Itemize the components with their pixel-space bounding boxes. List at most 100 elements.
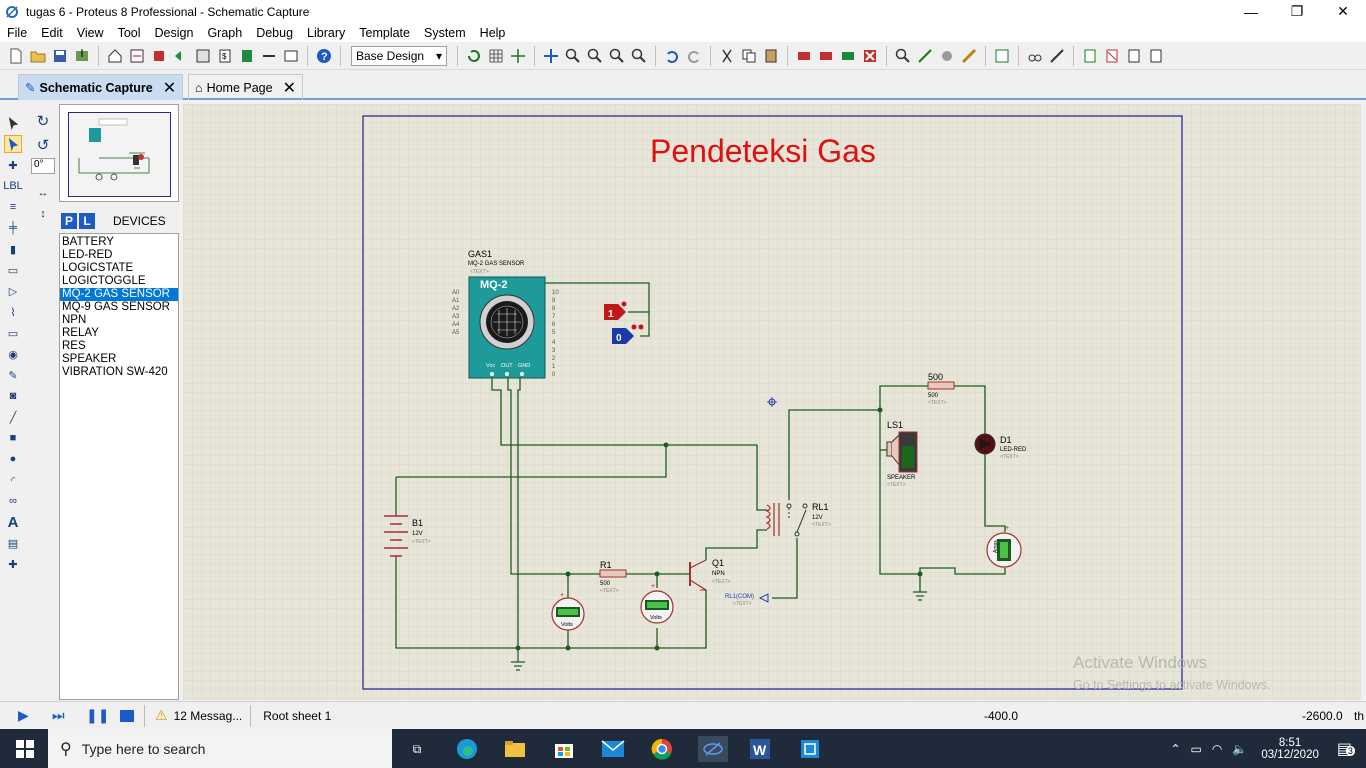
menu-help[interactable]: Help [479,25,506,40]
schematic-icon[interactable] [127,46,147,66]
decompose-icon[interactable] [959,46,979,66]
remove-sheet-icon[interactable] [1102,46,1122,66]
line-icon[interactable]: ╱ [9,411,17,424]
refresh-icon[interactable] [464,46,484,66]
schematic-canvas[interactable]: Pendeteksi Gas [183,104,1361,700]
menu-file[interactable]: File [7,25,28,40]
chevron-up-icon[interactable]: ⌃ [1170,741,1181,756]
word-icon[interactable]: W [747,736,773,762]
messages-count[interactable]: 12 Messag... [173,708,243,723]
step-icon[interactable]: ⏭ [52,707,65,723]
menu-tool[interactable]: Tool [117,25,141,40]
close-icon[interactable]: ✕ [162,79,177,97]
text-icon[interactable]: A [7,513,19,531]
zoom-area-icon[interactable] [629,46,649,66]
mq2-gas-sensor[interactable]: GAS1 MQ-2 GAS SENSOR <TEXT> MQ-2 A0 A1 A… [452,249,559,379]
gerber-icon[interactable] [193,46,213,66]
menu-view[interactable]: View [76,25,104,40]
menu-edit[interactable]: Edit [41,25,63,40]
overview-window[interactable] [59,104,179,202]
pick-device-icon[interactable] [893,46,913,66]
block-rotate-icon[interactable] [838,46,858,66]
windows-start-icon[interactable] [12,736,38,762]
tape-recorder-icon[interactable]: ▭ [7,327,19,340]
marker-icon[interactable]: ✚ [8,558,18,571]
logicstate-1[interactable]: 1 [604,301,627,321]
rotate-clockwise-icon[interactable]: ↻ [36,113,50,130]
led-d1[interactable]: D1 LED-RED <TEXT> [974,433,1027,460]
clock[interactable]: 8:51 03/12/2020 [1261,737,1319,761]
bom-report-icon[interactable] [1146,46,1166,66]
voltage-probe-icon[interactable]: ✎ [8,369,18,382]
menu-graph[interactable]: Graph [207,25,243,40]
pcb-icon[interactable] [149,46,169,66]
file-explorer-icon[interactable] [502,736,528,762]
device-item-battery[interactable]: BATTERY [62,236,114,248]
redo-icon[interactable] [684,46,704,66]
tab-schematic-capture[interactable]: ✎ Schematic Capture ✕ [18,74,184,100]
zoom-all-icon[interactable] [607,46,627,66]
search-tag-icon[interactable] [1025,46,1045,66]
property-assign-icon[interactable] [1047,46,1067,66]
text-script-icon[interactable]: ≡ [9,201,17,213]
virtual-instruments-icon[interactable]: ◙ [9,390,17,402]
tab-home-page[interactable]: ⌂ Home Page ✕ [188,74,303,100]
store-icon[interactable] [551,736,577,762]
taskbar-search[interactable]: ⚲ Type here to search [48,729,392,768]
save-icon[interactable] [50,46,70,66]
menu-system[interactable]: System [423,25,466,40]
ammeter[interactable]: Amps + [986,525,1022,568]
close-window-button[interactable]: ✕ [1337,3,1349,19]
junction-dot-icon[interactable]: ✚ [8,159,18,172]
close-icon[interactable]: ✕ [282,79,296,97]
subcircuit-icon[interactable]: ▮ [9,243,17,256]
resistor-500[interactable]: 500 500 <TEXT> [927,372,955,406]
menu-library[interactable]: Library [307,25,346,40]
minimize-button[interactable]: — [1244,3,1258,20]
zoom-out-icon[interactable] [585,46,605,66]
rotation-angle-input[interactable]: 0° [31,158,55,174]
device-item-logictoggle[interactable]: LOGICTOGGLE [62,275,146,287]
speaker-ls1[interactable]: LS1 SPEAKER <TEXT> [886,420,918,488]
maximize-button[interactable]: ❐ [1290,3,1304,19]
pick-devices-button[interactable]: P [61,213,77,229]
play-icon[interactable]: ▶ [18,707,29,723]
bom-icon[interactable]: $ [215,46,235,66]
grid-icon[interactable] [486,46,506,66]
component-mode-icon[interactable] [4,135,22,153]
terminal-icon[interactable]: ▭ [7,264,19,277]
transistor-q1[interactable]: Q1 NPN <TEXT> [689,558,731,591]
import-icon[interactable] [72,46,92,66]
new-sheet-icon[interactable] [1080,46,1100,66]
block-move-icon[interactable] [816,46,836,66]
device-item-relay[interactable]: RELAY [62,327,99,339]
3d-icon[interactable] [171,46,191,66]
menu-template[interactable]: Template [359,25,410,40]
stop-icon[interactable] [120,709,134,722]
help-icon[interactable]: ? [314,46,334,66]
open-folder-icon[interactable] [28,46,48,66]
pan-icon[interactable] [541,46,561,66]
library-icon[interactable] [281,46,301,66]
home-icon[interactable] [105,46,125,66]
cut-icon[interactable] [717,46,737,66]
zoom-in-icon[interactable] [563,46,583,66]
task-view-icon[interactable]: ⧉ [412,741,422,756]
make-device-icon[interactable] [915,46,935,66]
pause-icon[interactable]: ❚❚ [86,707,110,723]
library-manager-button[interactable]: L [79,213,95,229]
exit-parent-icon[interactable] [1124,46,1144,66]
snipping-tool-icon[interactable] [797,736,823,762]
symbol-icon[interactable]: ▤ [7,537,19,550]
notification-center-icon[interactable]: ▤ 3 [1336,740,1355,758]
copy-icon[interactable] [739,46,759,66]
packaging-icon[interactable] [937,46,957,66]
wire-autorouter-icon[interactable] [992,46,1012,66]
path-icon[interactable]: ∞ [9,495,17,507]
selection-mode-icon[interactable] [4,114,22,132]
source-icon[interactable] [237,46,257,66]
logicstate-0[interactable]: 0 [612,324,644,345]
netlist-icon[interactable] [259,46,279,66]
device-pin-icon[interactable]: ▷ [8,285,18,298]
device-item-led-red[interactable]: LED-RED [62,249,113,261]
